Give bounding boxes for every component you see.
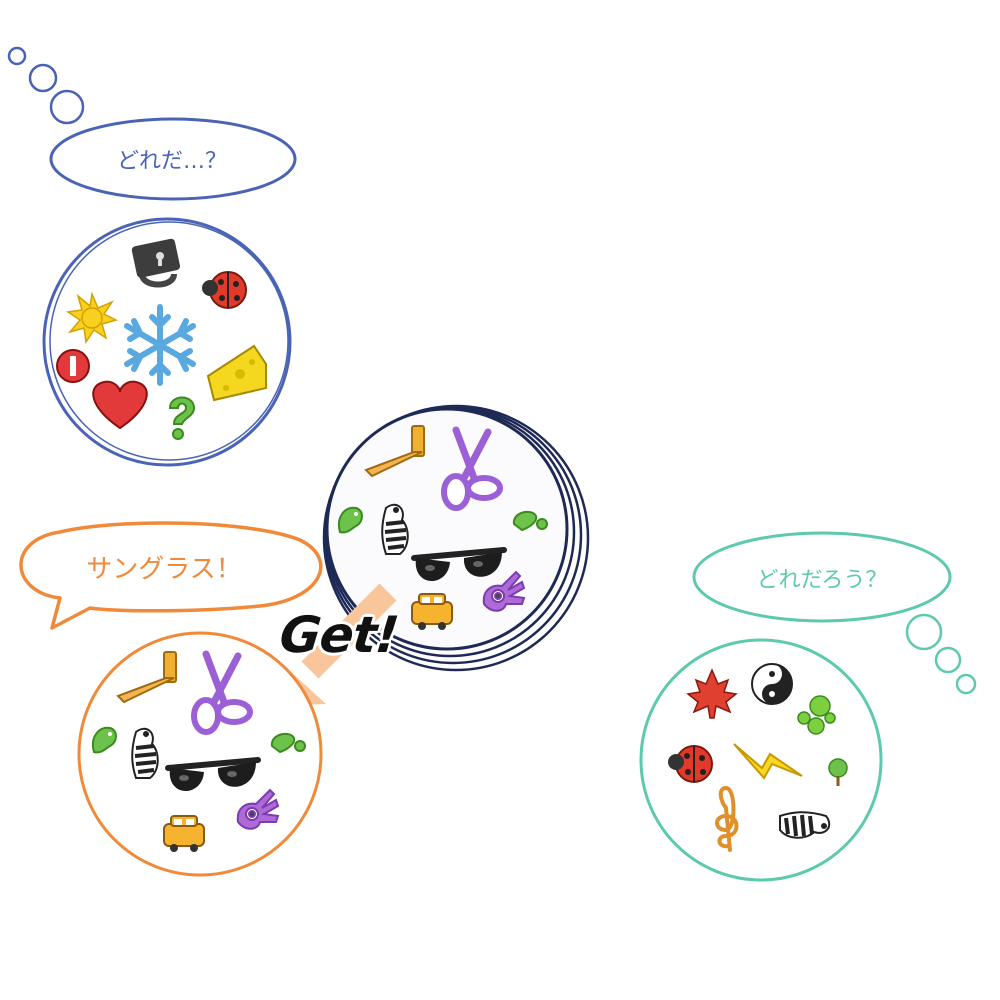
shout-text-bottom-left: サングラス！: [86, 554, 242, 585]
thought-text-right: どれだろう？: [756, 568, 888, 593]
card-bottom-left[interactable]: [77, 631, 323, 877]
stop-icon[interactable]: [56, 349, 90, 383]
card-right[interactable]: [639, 638, 883, 882]
yin-yang-icon[interactable]: [751, 663, 793, 705]
taxi-icon[interactable]: [163, 815, 205, 853]
get-label: Get!: [276, 606, 401, 664]
speech-bubble-bottom-left: [19, 521, 323, 630]
thought-bubble-top-left: [7, 46, 297, 201]
card-center-deck[interactable]: [322, 404, 590, 672]
thought-text-top-left: どれだ…？: [116, 149, 228, 174]
taxi-icon[interactable]: [411, 593, 453, 631]
card-top-left[interactable]: [42, 217, 292, 467]
thought-bubble-right: [692, 531, 977, 695]
